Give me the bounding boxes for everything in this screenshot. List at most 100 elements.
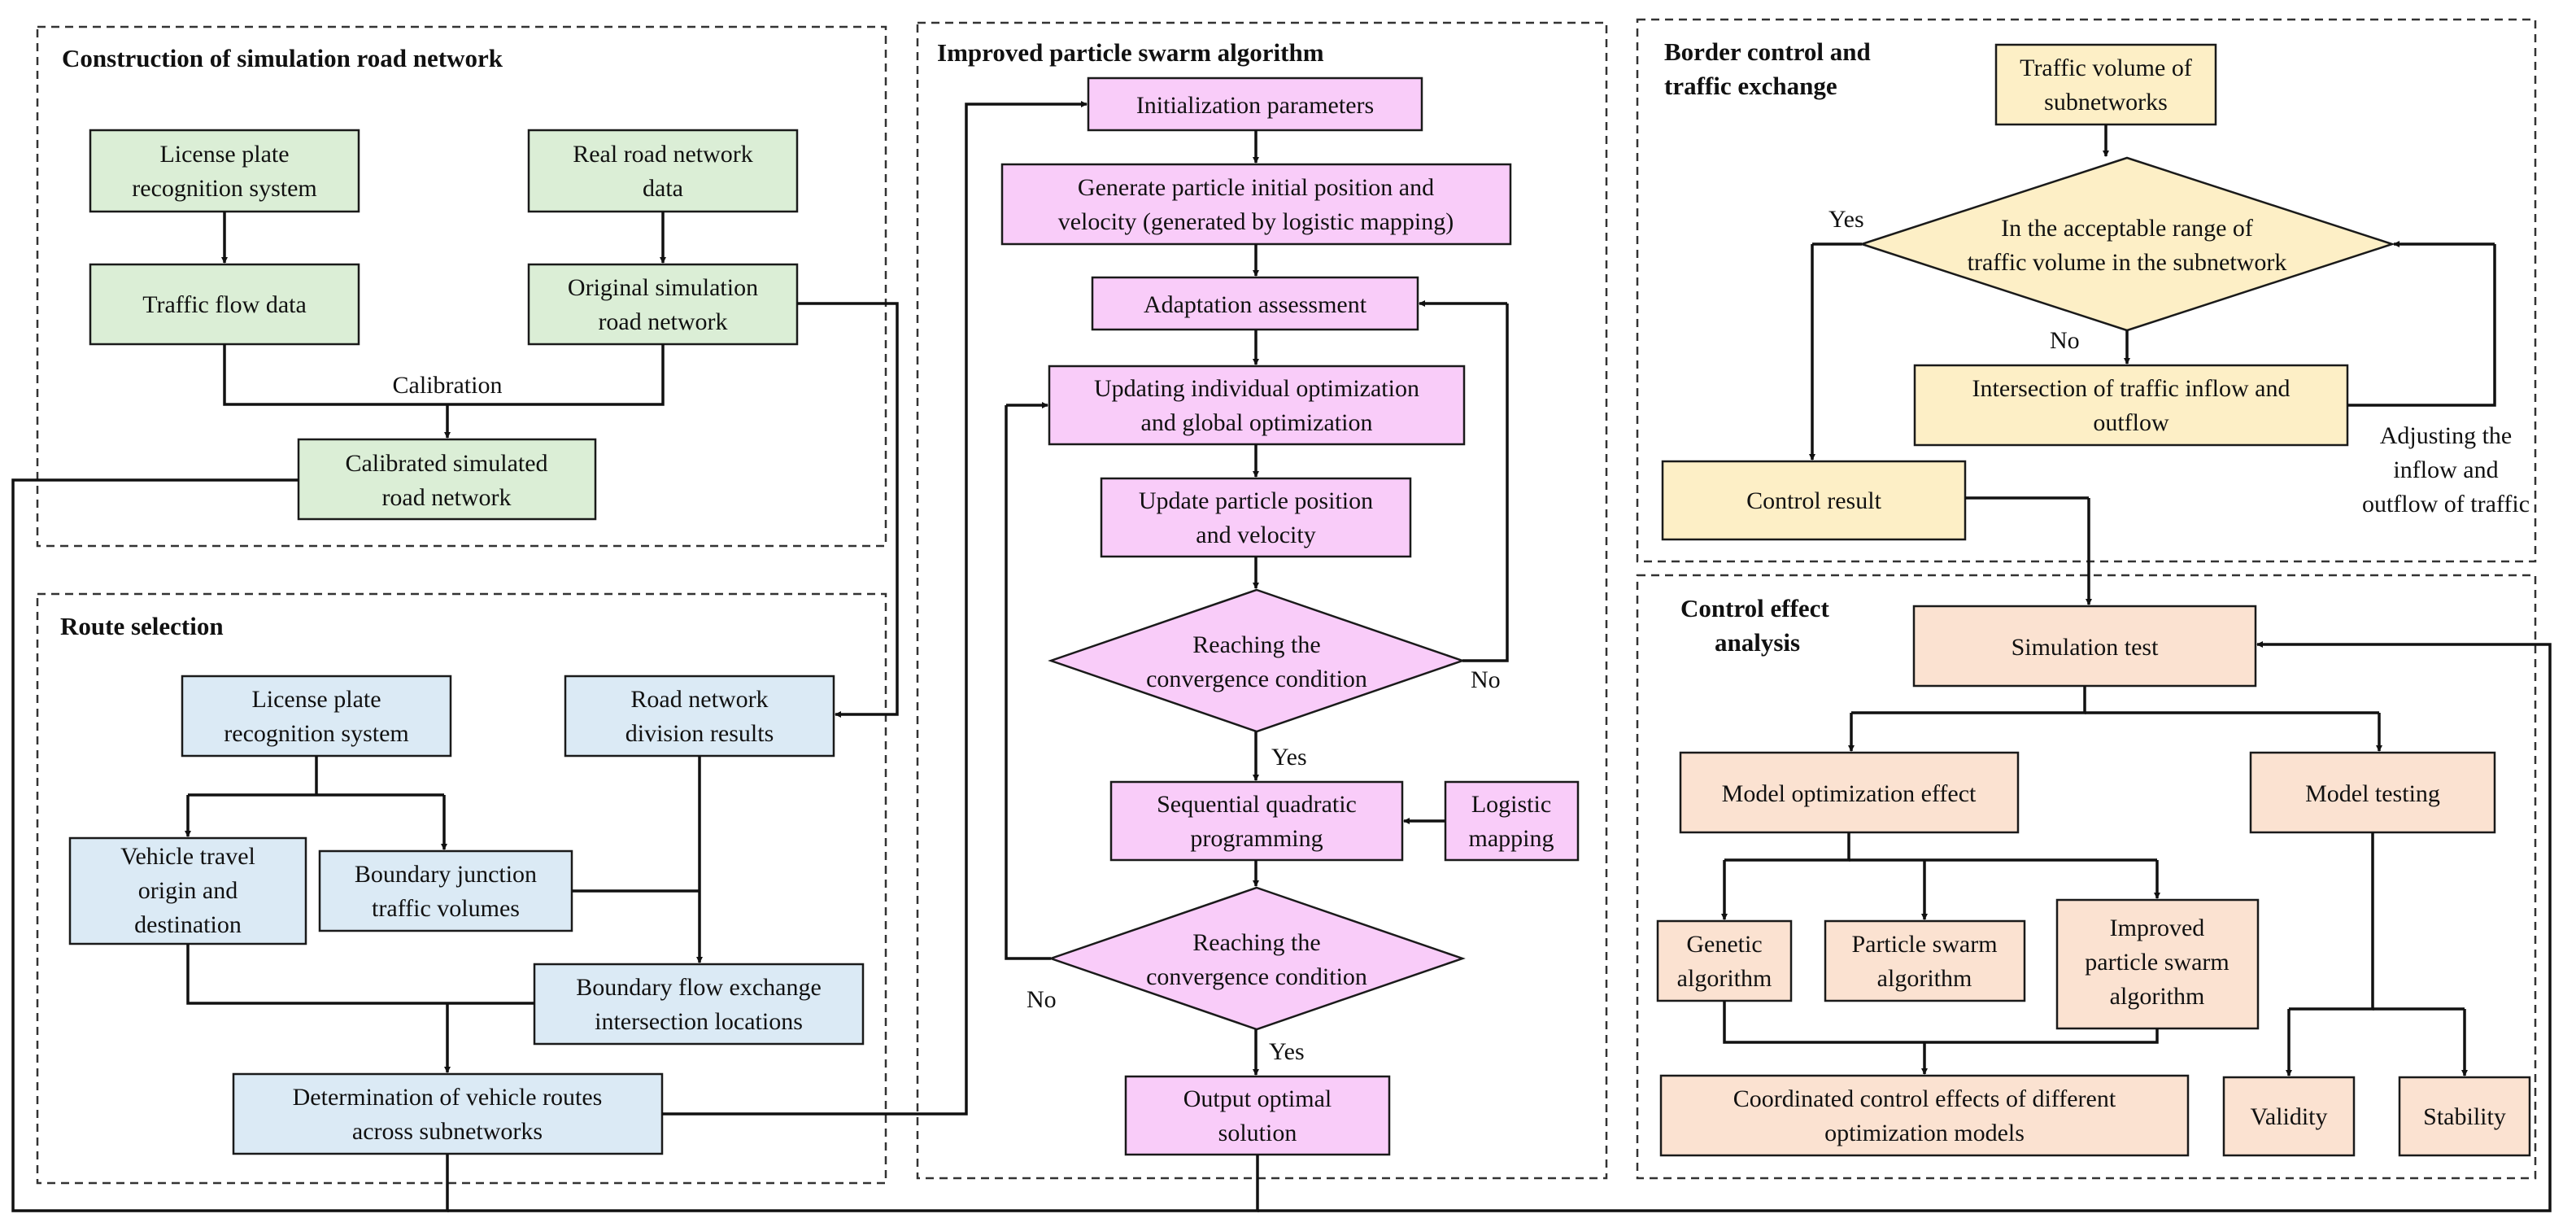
connectors	[11, 101, 2552, 1212]
diamond-acceptable-range: In the acceptable range of traffic volum…	[1858, 156, 2396, 332]
box-model-optimization-effect: Model optimization effect	[1679, 751, 2020, 834]
box-particle-swarm: Particle swarm algorithm	[1824, 919, 2026, 1002]
panel-route-selection: Route selection	[36, 592, 887, 1185]
diamond-label: convergence condition	[1146, 666, 1367, 692]
diamond-label: traffic volume in the subnetwork	[1968, 249, 2287, 276]
label-no-2: No	[1026, 986, 1057, 1013]
box-boundary-flow-exchange: Boundary flow exchange intersection loca…	[533, 963, 865, 1046]
panel-border-control: Border control and traffic exchange	[1636, 18, 2537, 563]
box-label: Control result	[1746, 487, 1881, 514]
box-label: Determination of vehicle routes	[293, 1084, 603, 1111]
box-label: Validity	[2251, 1103, 2328, 1130]
box-generate-particles: Generate particle initial position and v…	[1000, 163, 1512, 246]
box-label: Improved	[2110, 915, 2205, 941]
box-stability: Stability	[2398, 1076, 2531, 1157]
panel-construction: Construction of simulation road network	[36, 25, 887, 548]
box-validity: Validity	[2222, 1076, 2356, 1157]
box-label: Road network	[630, 686, 768, 713]
diamond-convergence-2: Reaching the convergence condition	[1048, 886, 1466, 1031]
panel-title-effect-1: Control effect	[1680, 594, 1829, 622]
diamond-label: Reaching the	[1192, 631, 1320, 658]
box-vehicle-routes: Determination of vehicle routes across s…	[232, 1072, 664, 1155]
box-label: across subnetworks	[352, 1118, 543, 1145]
box-label: Model testing	[2305, 780, 2440, 807]
panel-title-border-2: traffic exchange	[1664, 72, 1837, 100]
box-label: traffic volumes	[372, 895, 520, 922]
box-label: recognition system	[224, 720, 408, 747]
box-label: intersection locations	[595, 1008, 803, 1035]
box-label: algorithm	[1877, 965, 1972, 992]
box-license-plate-system-1: License plate recognition system	[89, 129, 360, 213]
box-label: Vehicle travel	[120, 843, 255, 870]
box-label: Traffic volume of	[2020, 55, 2192, 81]
box-license-plate-system-2: License plate recognition system	[181, 675, 452, 758]
panel-title-construction: Construction of simulation road network	[62, 44, 503, 72]
box-control-result: Control result	[1661, 460, 1967, 541]
box-label: algorithm	[2110, 983, 2205, 1010]
label-no-border: No	[2050, 327, 2080, 354]
box-genetic-algorithm: Genetic algorithm	[1656, 919, 1793, 1002]
box-label: Real road network	[573, 141, 753, 168]
box-simulation-test: Simulation test	[1912, 605, 2257, 688]
box-label: solution	[1218, 1120, 1297, 1146]
box-update-position: Update particle position and velocity	[1100, 477, 1412, 558]
label-no-1: No	[1471, 666, 1501, 693]
box-label: Genetic	[1686, 931, 1762, 958]
box-label: Simulation test	[2012, 634, 2160, 661]
box-label: Coordinated control effects of different	[1733, 1085, 2116, 1112]
panel-title-effect-2: analysis	[1715, 628, 1800, 657]
box-label: Model optimization effect	[1722, 780, 1977, 807]
box-label: Calibrated simulated	[345, 450, 547, 477]
box-initialization: Initialization parameters	[1087, 76, 1423, 132]
box-label: License plate	[251, 686, 381, 713]
diamond-label: In the acceptable range of	[2001, 215, 2253, 242]
box-label: subnetworks	[2044, 89, 2168, 116]
panel-title-route: Route selection	[60, 612, 224, 640]
label-yes-border: Yes	[1828, 206, 1864, 233]
box-label: Initialization parameters	[1136, 92, 1374, 119]
box-label: recognition system	[132, 175, 316, 202]
box-real-road-network: Real road network data	[527, 129, 799, 213]
box-label: mapping	[1469, 825, 1554, 852]
adjust-label-3: outflow of traffic	[2362, 491, 2530, 517]
box-label: Output optimal	[1183, 1085, 1332, 1112]
diamond-convergence-1: Reaching the convergence condition	[1048, 588, 1466, 733]
box-label: programming	[1190, 825, 1323, 852]
box-logistic-mapping: Logistic mapping	[1444, 780, 1580, 862]
box-vehicle-od: Vehicle travel origin and destination	[68, 836, 307, 945]
box-intersection-inflow: Intersection of traffic inflow and outfl…	[1913, 364, 2349, 447]
box-label: Particle swarm	[1851, 931, 1997, 958]
adjust-label-2: inflow and	[2393, 456, 2498, 483]
panel-title-border-1: Border control and	[1664, 37, 1871, 66]
box-label: Updating individual optimization	[1094, 375, 1419, 402]
box-label: License plate	[159, 141, 289, 168]
box-label: road network	[381, 484, 511, 511]
box-update-optimization: Updating individual optimization and glo…	[1048, 365, 1466, 446]
box-adaptation: Adaptation assessment	[1091, 276, 1419, 331]
box-label: Intersection of traffic inflow and	[1972, 375, 2291, 402]
box-label: road network	[598, 308, 727, 335]
box-label: velocity (generated by logistic mapping)	[1058, 208, 1454, 235]
box-label: Update particle position	[1139, 487, 1373, 514]
box-label: outflow	[2093, 409, 2169, 436]
box-label: and velocity	[1196, 522, 1315, 548]
panel-control-effect: Control effect analysis	[1636, 574, 2537, 1180]
box-label: and global optimization	[1141, 409, 1373, 436]
box-label: division results	[625, 720, 774, 747]
box-label: Traffic flow data	[142, 291, 307, 318]
box-model-testing: Model testing	[2249, 751, 2496, 834]
box-output-optimal: Output optimal solution	[1124, 1075, 1391, 1156]
box-label: Boundary junction	[355, 861, 537, 888]
box-label: algorithm	[1677, 965, 1772, 992]
box-label: optimization models	[1824, 1120, 2025, 1146]
box-label: Stability	[2423, 1103, 2506, 1130]
box-label: Generate particle initial position and	[1078, 174, 1434, 201]
adjust-label-1: Adjusting the	[2380, 422, 2513, 449]
panel-title-pso: Improved particle swarm algorithm	[937, 38, 1324, 67]
box-label: Original simulation	[568, 274, 758, 301]
box-label: Adaptation assessment	[1144, 291, 1367, 318]
box-traffic-volume: Traffic volume of subnetworks	[1994, 43, 2217, 126]
box-label: Sequential quadratic	[1157, 791, 1357, 818]
box-sqp: Sequential quadratic programming	[1109, 780, 1404, 862]
